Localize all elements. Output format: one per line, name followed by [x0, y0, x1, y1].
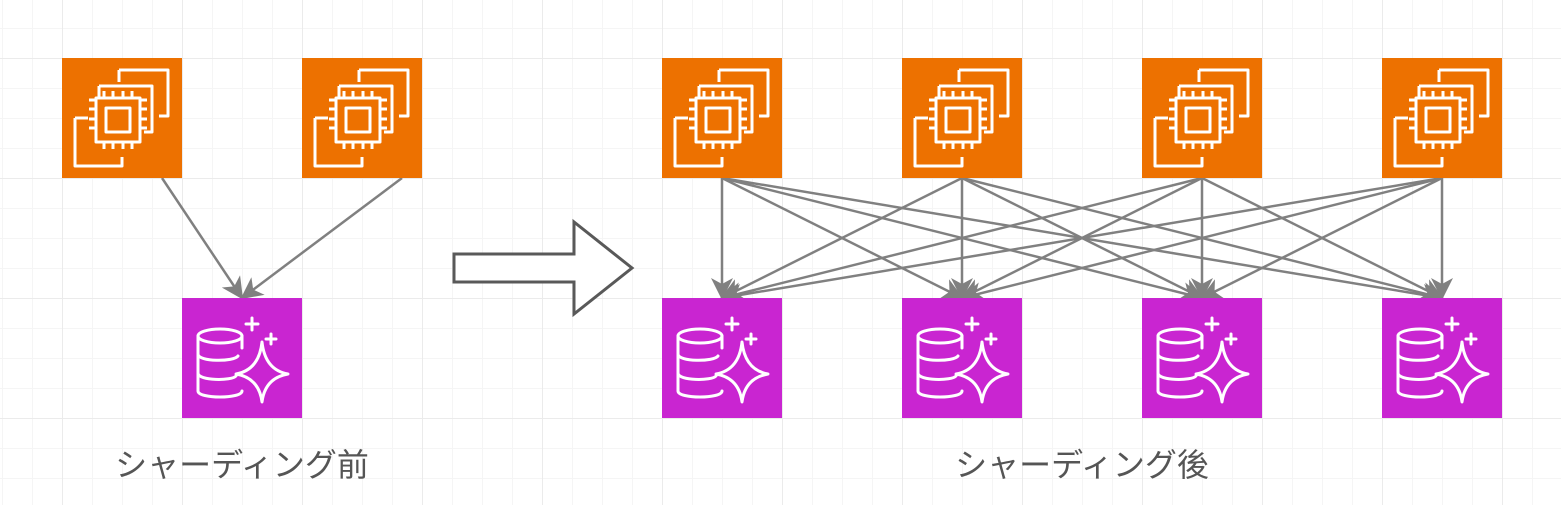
db-after-4 — [1382, 298, 1502, 418]
connector-after-2-0 — [720, 176, 1203, 304]
database-sparkle-icon — [916, 316, 1010, 404]
ec2-after-4 — [1382, 58, 1502, 178]
ec2-instances-icon — [1393, 68, 1490, 168]
ec2-instances-icon — [1153, 68, 1250, 168]
database-sparkle-icon — [196, 316, 290, 404]
ec2-instances-icon — [673, 68, 770, 168]
db-before-1 — [182, 298, 302, 418]
right-arrow-outline-icon — [452, 218, 635, 318]
caption-after: シャーディング後 — [955, 446, 1209, 484]
ec2-instances-icon — [913, 68, 1010, 168]
ec2-before-2 — [302, 58, 422, 178]
ec2-instances-icon — [73, 68, 170, 168]
connector-before-1 — [240, 177, 403, 300]
ec2-before-1 — [62, 58, 182, 178]
connector-after-3-0 — [720, 176, 1443, 306]
db-after-2 — [902, 298, 1022, 418]
ec2-after-3 — [1142, 58, 1262, 178]
database-sparkle-icon — [1396, 316, 1490, 404]
database-sparkle-icon — [1156, 316, 1250, 404]
database-sparkle-icon — [676, 316, 770, 404]
db-after-3 — [1142, 298, 1262, 418]
connector-after-3-2 — [1200, 176, 1443, 300]
transition-arrow — [452, 218, 635, 318]
connector-before-0 — [160, 177, 244, 300]
ec2-instances-icon — [313, 68, 410, 168]
connector-after-1-0 — [720, 176, 963, 300]
connectors-layer — [160, 176, 1453, 306]
caption-before: シャーディング前 — [115, 446, 369, 484]
ec2-after-1 — [662, 58, 782, 178]
connector-after-3-1 — [960, 176, 1443, 304]
nodes-layer — [62, 58, 1502, 418]
db-after-1 — [662, 298, 782, 418]
ec2-after-2 — [902, 58, 1022, 178]
